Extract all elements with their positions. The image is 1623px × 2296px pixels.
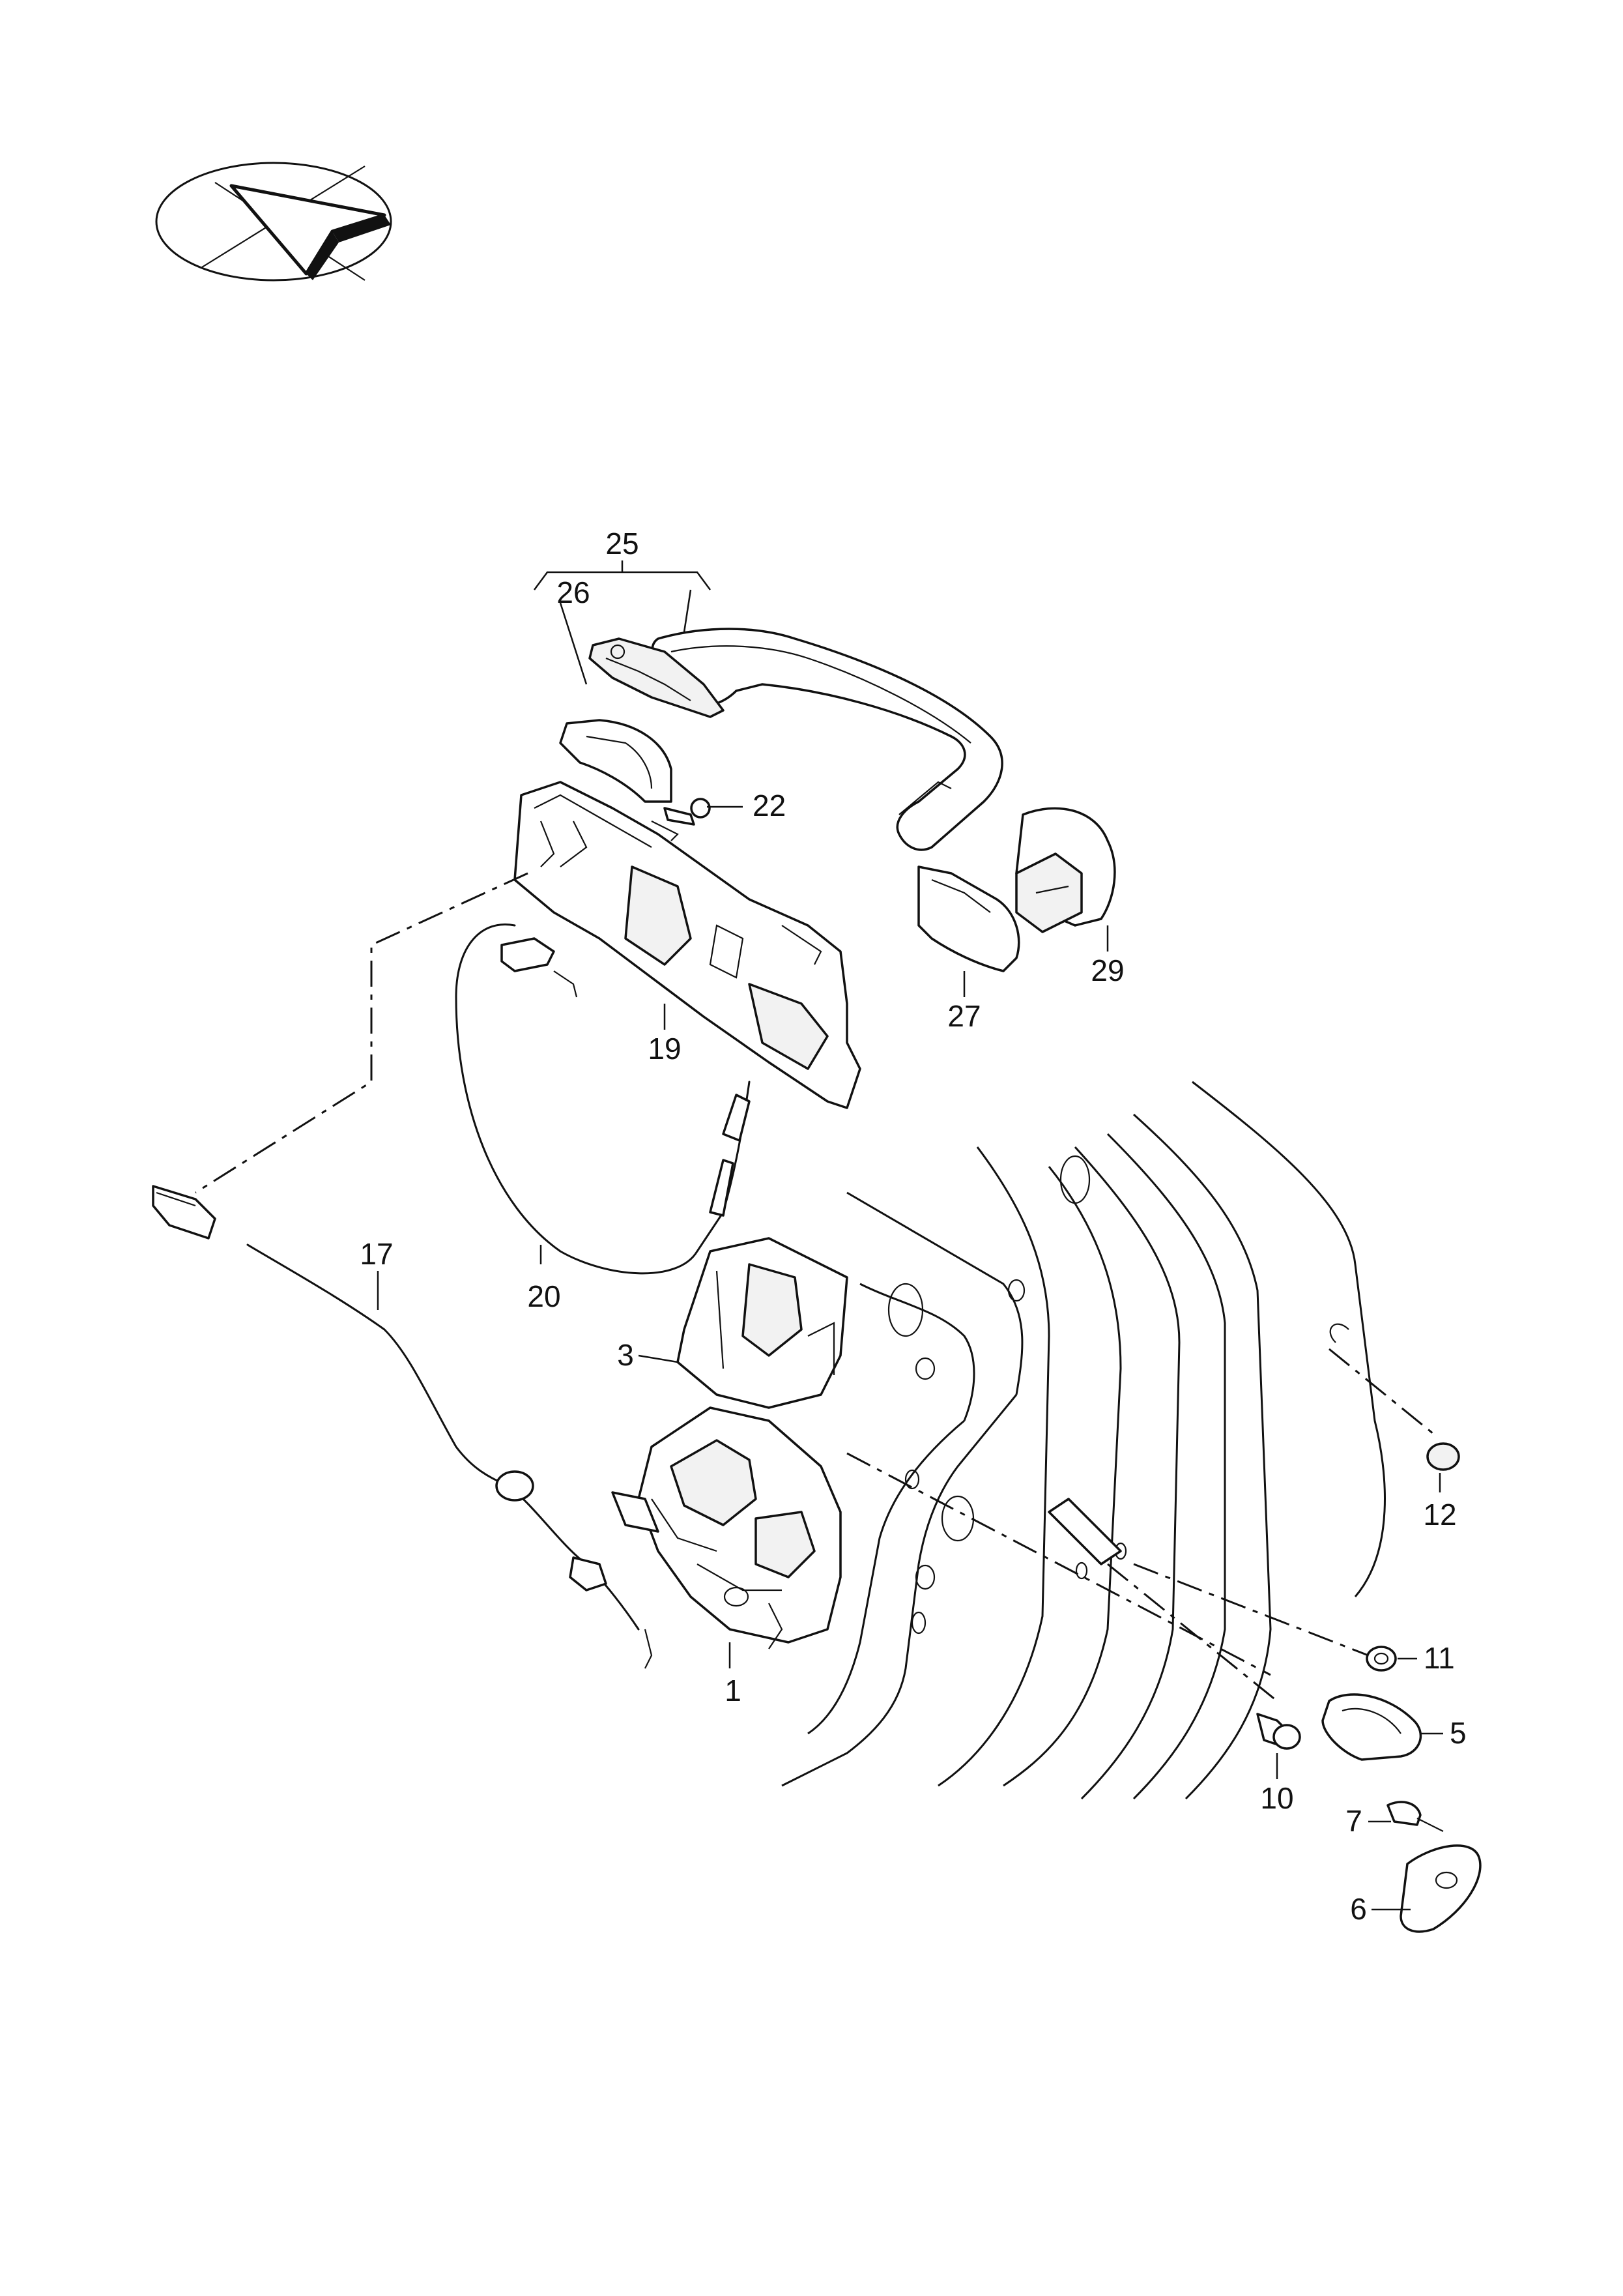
direction-arrow-icon [155, 162, 392, 282]
cover-27 [917, 865, 1020, 972]
seal-5 [1321, 1693, 1422, 1761]
callout-22: 22 [753, 789, 786, 822]
callout-29: 29 [1091, 953, 1124, 987]
bolt-22 [663, 798, 711, 826]
callout-20: 20 [527, 1279, 560, 1313]
handle-carrier-19 [513, 781, 861, 1109]
outer-handle-25 [588, 628, 1003, 851]
cap-12 [1426, 1442, 1460, 1471]
callout-1: 1 [725, 1674, 741, 1707]
plate-6 [1400, 1844, 1482, 1933]
callout-17: 17 [360, 1237, 393, 1271]
cable-20 [455, 923, 751, 1275]
callout-5: 5 [1450, 1716, 1467, 1750]
cable-17 [152, 1185, 653, 1669]
callout-19: 19 [648, 1032, 681, 1066]
assembly-lines [195, 872, 1434, 1702]
callout-26: 26 [556, 575, 590, 609]
gasket-26 [559, 719, 672, 803]
leader-lines [377, 560, 1443, 1911]
washer-11 [1366, 1646, 1397, 1672]
bracket-3 [676, 1237, 848, 1409]
screw-7 [1386, 1801, 1444, 1832]
callout-11: 11 [1424, 1641, 1455, 1675]
callout-7: 7 [1345, 1804, 1362, 1838]
door-panel-outline [781, 1081, 1386, 1800]
callout-10: 10 [1260, 1781, 1293, 1815]
callout-25: 25 [605, 527, 639, 560]
callout-labels: 25 26 22 19 27 29 20 17 3 1 12 11 5 10 7… [360, 527, 1466, 1926]
callout-27: 27 [947, 999, 981, 1033]
cap-29 [1015, 807, 1116, 933]
screw-10 [1256, 1713, 1301, 1750]
callout-3: 3 [617, 1338, 634, 1372]
callout-6: 6 [1350, 1892, 1367, 1926]
door-lock-1 [611, 1406, 842, 1649]
callout-12: 12 [1423, 1498, 1456, 1532]
